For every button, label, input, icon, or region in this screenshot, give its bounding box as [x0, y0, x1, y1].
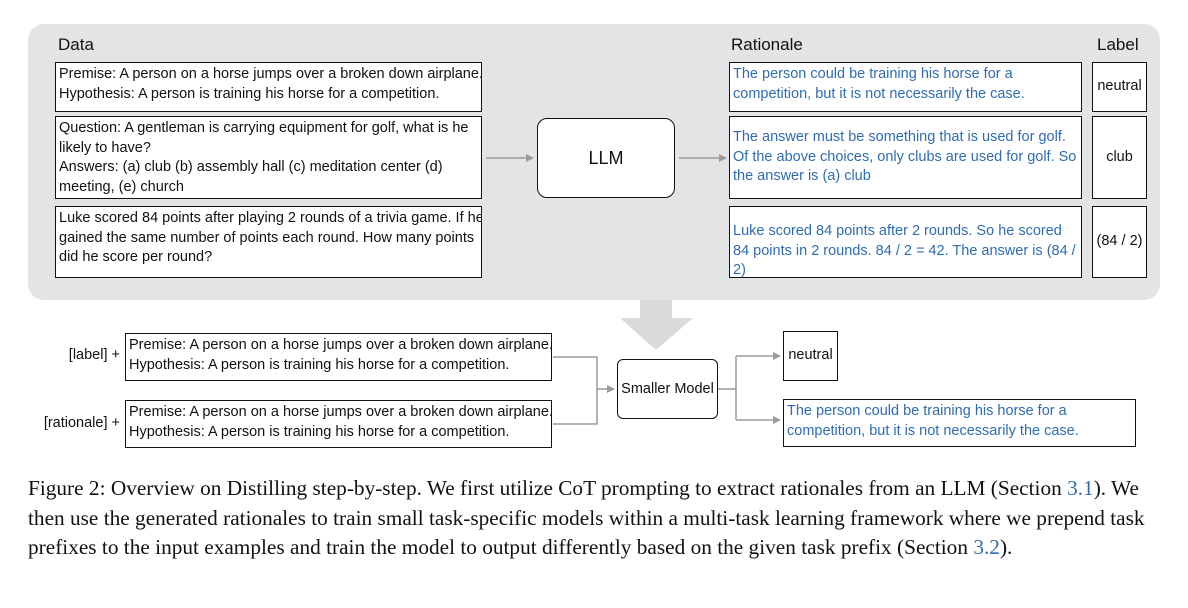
data-line: Hypothesis: A person is training his hor…: [59, 85, 440, 102]
rationale-prefix: [rationale] +: [43, 415, 120, 431]
llm-box: LLM: [537, 118, 675, 198]
data-line: did he score per round?: [59, 249, 213, 265]
label-prefix: [label] +: [68, 347, 120, 363]
rationale-box-nli: The person could be training his horse f…: [729, 62, 1082, 112]
data-line: Luke scored 84 points after playing 2 ro…: [59, 210, 482, 226]
figure-caption: Figure 2: Overview on Distilling step-by…: [28, 474, 1168, 563]
rationale-output-text: The person could be training his horse f…: [787, 403, 1079, 439]
data-line: meeting, (e) church: [59, 178, 184, 195]
llm-label: LLM: [588, 147, 624, 168]
train-input-label: Premise: A person on a horse jumps over …: [125, 333, 552, 381]
section-link[interactable]: 3.2: [973, 535, 1000, 559]
data-line: Premise: A person on a horse jumps over …: [59, 66, 482, 82]
data-line: Hypothesis: A person is training his hor…: [129, 356, 510, 373]
caption-text: Figure 2: Overview on Distilling step-by…: [28, 476, 1068, 500]
section-link[interactable]: 3.1: [1067, 476, 1094, 500]
data-box-nli: Premise: A person on a horse jumps over …: [55, 62, 482, 112]
down-arrow: [620, 300, 693, 350]
data-line: Premise: A person on a horse jumps over …: [129, 404, 552, 420]
data-box-qa: Question: A gentleman is carrying equipm…: [55, 116, 482, 199]
smaller-model-box: Smaller Model: [617, 359, 718, 419]
rationale-output-box: The person could be training his horse f…: [783, 399, 1136, 447]
data-line: likely to have?: [59, 139, 151, 156]
rationale-text: The person could be training his horse f…: [733, 66, 1025, 102]
label-text: club: [1106, 148, 1133, 165]
data-line: gained the same number of points each ro…: [59, 229, 475, 246]
label-text: (84 / 2): [1096, 233, 1143, 250]
label-output-box: neutral: [783, 331, 838, 381]
data-header: Data: [58, 35, 94, 54]
label-box-qa: club: [1092, 116, 1147, 199]
input-merge-line: [553, 356, 598, 425]
rationale-header: Rationale: [731, 35, 803, 54]
data-line: Answers: (a) club (b) assembly hall (c) …: [59, 159, 443, 175]
caption-text: ).: [999, 535, 1013, 559]
rationale-box-qa: The answer must be something that is use…: [729, 116, 1082, 199]
caption-text: ). We then use the generated rationales …: [28, 476, 1145, 559]
smaller-model-label: Smaller Model: [621, 381, 714, 397]
data-box-math: Luke scored 84 points after playing 2 ro…: [55, 206, 482, 278]
label-header: Label: [1097, 35, 1139, 54]
rationale-text: Luke scored 84 points after 2 rounds. So…: [733, 223, 1076, 278]
label-text: neutral: [1097, 78, 1142, 95]
label-box-nli: neutral: [1092, 62, 1147, 112]
train-input-rationale: Premise: A person on a horse jumps over …: [125, 400, 552, 448]
rationale-box-math: Luke scored 84 points after 2 rounds. So…: [729, 206, 1082, 278]
rationale-text: The answer must be something that is use…: [733, 129, 1077, 184]
label-box-math: (84 / 2): [1092, 206, 1147, 278]
data-line: Question: A gentleman is carrying equipm…: [59, 120, 469, 136]
data-line: Hypothesis: A person is training his hor…: [129, 423, 510, 440]
data-line: Premise: A person on a horse jumps over …: [129, 337, 552, 353]
label-output-text: neutral: [788, 347, 833, 364]
